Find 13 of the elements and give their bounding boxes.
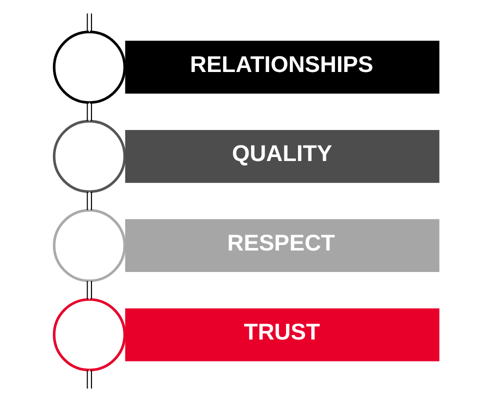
node-circle <box>52 298 126 372</box>
node-circle <box>52 209 126 282</box>
node-circle <box>52 30 126 104</box>
connector <box>86 192 92 210</box>
node-box: RESPECT <box>125 219 440 272</box>
node-box: TRUST <box>125 308 440 362</box>
connector <box>86 370 92 389</box>
node-box: QUALITY <box>125 130 440 183</box>
connector <box>86 102 92 121</box>
connector <box>86 281 92 300</box>
node-box: RELATIONSHIPS <box>125 40 440 94</box>
node-circle <box>52 120 126 193</box>
connector <box>86 13 92 32</box>
